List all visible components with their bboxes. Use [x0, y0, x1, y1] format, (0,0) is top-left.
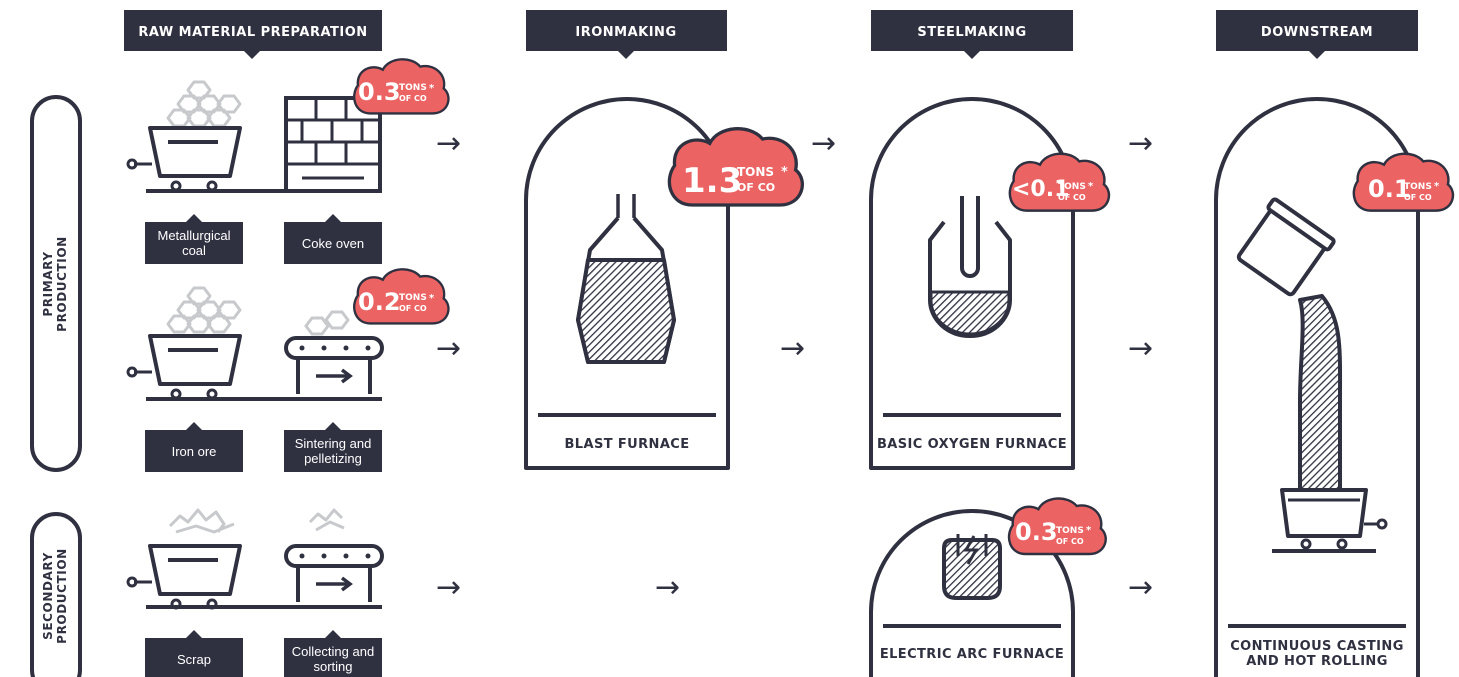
blast-furnace-illustration — [576, 194, 676, 364]
label-collecting-line1: Collecting and — [292, 644, 374, 659]
casting-label-line1: CONTINUOUS CASTING — [1230, 639, 1404, 654]
co2-tons-sintering: TONS — [399, 293, 427, 303]
met-coal-cart-illustration — [126, 80, 242, 192]
co2-tons-downstream: TONS — [1404, 182, 1432, 192]
co2-tons-eaf: TONS — [1056, 526, 1084, 536]
co2-ofco-eaf: OF CO — [1056, 537, 1084, 546]
bof-label: BASIC OXYGEN FURNACE — [877, 437, 1067, 452]
casting-label-line2: AND HOT ROLLING — [1246, 654, 1388, 669]
header-downstream-label: DOWNSTREAM — [1261, 25, 1373, 40]
header-raw-material: RAW MATERIAL PREPARATION — [124, 10, 382, 59]
co2-value-downstream: 0.1 — [1368, 175, 1411, 203]
co2-value-sintering: 0.2 — [358, 288, 401, 316]
label-coke-oven-text: Coke oven — [302, 236, 364, 251]
label-collecting: Collecting and sorting — [284, 630, 382, 677]
co2-badge-eaf: 0.3 TONS OF CO * — [1007, 497, 1107, 556]
co2-badge-blast-furnace: 1.3 TONS OF CO * — [667, 127, 805, 207]
bof-card: BASIC OXYGEN FURNACE — [869, 97, 1075, 470]
co2-value-bof: <0.1 — [1012, 177, 1069, 202]
label-collecting-line2: sorting — [313, 659, 352, 674]
header-ironmaking: IRONMAKING — [526, 10, 727, 59]
label-met-coal-line2: coal — [182, 243, 206, 258]
arrow-row3-iron: → — [655, 570, 680, 605]
header-steelmaking: STEELMAKING — [871, 10, 1073, 59]
co2-badge-downstream: 0.1 TONS OF CO * — [1352, 152, 1455, 212]
label-iron-ore: Iron ore — [145, 422, 243, 472]
co2-tons-coke-oven: TONS — [399, 83, 427, 93]
arrow-row1-raw: → — [436, 126, 461, 161]
label-met-coal-line1: Metallurgical — [158, 228, 231, 243]
label-scrap-text: Scrap — [177, 652, 211, 667]
arrow-row2-iron: → — [780, 331, 805, 366]
sintering-conveyor-illustration — [284, 310, 384, 396]
arrow-row3-steel: → — [1128, 570, 1153, 605]
iron-ore-cart-illustration — [126, 286, 242, 400]
bof-illustration — [928, 196, 1012, 338]
flow-arrows: → → → → → → → → → — [436, 126, 1153, 605]
co2-ofco-sintering: OF CO — [399, 304, 427, 313]
scrap-cart-illustration — [126, 508, 242, 610]
label-sintering-line1: Sintering and — [295, 436, 372, 451]
co2-value-coke-oven: 0.3 — [358, 78, 401, 106]
arrow-row1-iron: → — [811, 126, 836, 161]
header-downstream: DOWNSTREAM — [1216, 10, 1418, 59]
ladle-pour-illustration — [1236, 197, 1388, 553]
side-secondary-line2: PRODUCTION — [55, 548, 69, 644]
blast-furnace-label: BLAST FURNACE — [564, 437, 689, 452]
co2-badge-bof: <0.1 TONS OF CO * — [1008, 152, 1111, 212]
co2-star-coke-oven: * — [429, 83, 435, 94]
arrow-row3-raw: → — [436, 570, 461, 605]
collecting-conveyor-illustration — [284, 508, 384, 604]
arrow-row1-steel: → — [1128, 126, 1153, 161]
co2-value-blast-furnace: 1.3 — [682, 161, 742, 201]
side-primary-line2: PRODUCTION — [55, 236, 69, 332]
co2-star-sintering: * — [429, 293, 435, 304]
co2-tons-blast-furnace: TONS — [737, 165, 774, 179]
arrow-row2-steel: → — [1128, 331, 1153, 366]
co2-ofco-downstream: OF CO — [1404, 193, 1432, 202]
side-pill-primary: PRIMARY PRODUCTION — [30, 95, 82, 472]
label-scrap: Scrap — [145, 630, 243, 677]
header-raw-material-label: RAW MATERIAL PREPARATION — [138, 25, 367, 40]
arrow-row2-raw: → — [436, 331, 461, 366]
eaf-illustration — [942, 534, 1002, 600]
co2-badge-coke-oven: 0.3 TONS OF CO * — [353, 58, 450, 115]
co2-ofco-coke-oven: OF CO — [399, 94, 427, 103]
casting-card: CONTINUOUS CASTING AND HOT ROLLING — [1214, 97, 1420, 677]
side-secondary-line1: SECONDARY — [41, 552, 55, 640]
co2-star-eaf: * — [1086, 525, 1092, 536]
co2-value-eaf: 0.3 — [1015, 518, 1058, 546]
label-coke-oven: Coke oven — [284, 214, 382, 264]
side-primary-line1: PRIMARY — [41, 251, 55, 316]
eaf-label: ELECTRIC ARC FURNACE — [880, 647, 1064, 662]
co2-star-downstream: * — [1434, 181, 1440, 192]
label-met-coal: Metallurgical coal — [145, 214, 243, 264]
label-sintering-line2: pelletizing — [304, 451, 362, 466]
header-ironmaking-label: IRONMAKING — [575, 25, 676, 40]
co2-tons-bof: TONS — [1058, 182, 1086, 192]
co2-badge-sintering: 0.2 TONS OF CO * — [353, 268, 450, 325]
label-iron-ore-text: Iron ore — [172, 444, 217, 459]
co2-ofco-bof: OF CO — [1058, 193, 1086, 202]
label-sintering: Sintering and pelletizing — [284, 422, 382, 472]
side-pill-secondary: SECONDARY PRODUCTION — [30, 512, 82, 677]
co2-ofco-blast-furnace: OF CO — [737, 181, 775, 194]
header-steelmaking-label: STEELMAKING — [917, 25, 1026, 40]
co2-star-bof: * — [1088, 181, 1094, 192]
co2-star-blast-furnace: * — [781, 165, 788, 180]
